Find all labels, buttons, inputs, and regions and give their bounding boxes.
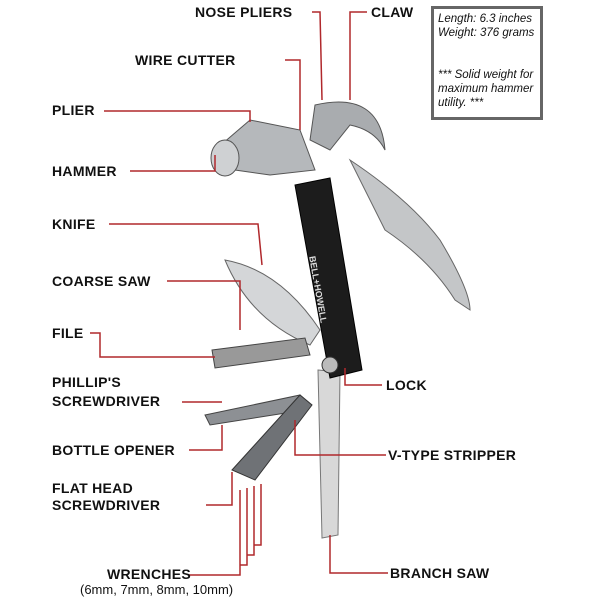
pivot	[321, 356, 339, 374]
leader-flat-head	[206, 472, 233, 506]
label-bottle-opener: BOTTLE OPENER	[52, 442, 175, 458]
knife-blade	[224, 259, 321, 346]
leader-coarse-saw	[167, 280, 241, 330]
label-nose-pliers: NOSE PLIERS	[195, 4, 293, 20]
leader-hammer	[130, 155, 216, 172]
label-coarse-saw: COARSE SAW	[52, 273, 151, 289]
leader-wrench-2	[240, 488, 248, 566]
label-flat-head-line2: SCREWDRIVER	[52, 497, 161, 513]
spec-weight: Weight: 376 grams	[438, 27, 535, 39]
label-wrenches: WRENCHES	[107, 566, 192, 582]
leader-wrench-1	[188, 490, 241, 576]
plier-handle	[348, 158, 471, 311]
claw-hammer-head	[309, 101, 386, 151]
leader-branch-saw	[329, 535, 388, 574]
branch-saw-blade	[317, 369, 341, 539]
leader-lock	[344, 368, 382, 386]
label-wire-cutter: WIRE CUTTER	[135, 52, 236, 68]
label-flat-head-line1: FLAT HEAD	[52, 480, 133, 496]
label-lock: LOCK	[386, 377, 427, 393]
leader-knife	[109, 223, 263, 266]
label-v-type-stripper: V-TYPE STRIPPER	[388, 447, 517, 463]
handle	[294, 177, 363, 379]
spec-note: *** Solid weight for maximum hammer util…	[438, 69, 534, 109]
label-branch-saw: BRANCH SAW	[390, 565, 490, 581]
multitool-drawing: BELL+HOWELL	[204, 101, 471, 539]
label-claw: CLAW	[371, 4, 414, 20]
label-wrench-sizes: (6mm, 7mm, 8mm, 10mm)	[80, 582, 234, 597]
leader-claw	[349, 11, 367, 100]
leader-v-type-stripper	[294, 420, 386, 456]
leader-wrench-3	[247, 486, 255, 556]
label-file: FILE	[52, 325, 84, 341]
specs-box: Length: 6.3 inches Weight: 376 grams ***…	[431, 6, 543, 120]
wrench-arm	[231, 394, 313, 481]
leader-nose-pliers	[312, 11, 323, 101]
spec-length: Length: 6.3 inches	[438, 13, 532, 25]
hammer-face	[210, 139, 240, 177]
leader-wrench-4	[254, 484, 262, 546]
leader-file	[90, 332, 215, 358]
label-hammer: HAMMER	[52, 163, 117, 179]
file-blade	[211, 337, 311, 369]
leader-lines	[90, 11, 388, 576]
label-knife: KNIFE	[52, 216, 96, 232]
leader-plier	[104, 110, 251, 122]
leader-wire-cutter	[285, 59, 301, 130]
label-phillips-line1: PHILLIP'S	[52, 374, 122, 390]
label-plier: PLIER	[52, 102, 95, 118]
label-phillips-line2: SCREWDRIVER	[52, 393, 161, 409]
leader-bottle-opener	[189, 425, 223, 451]
